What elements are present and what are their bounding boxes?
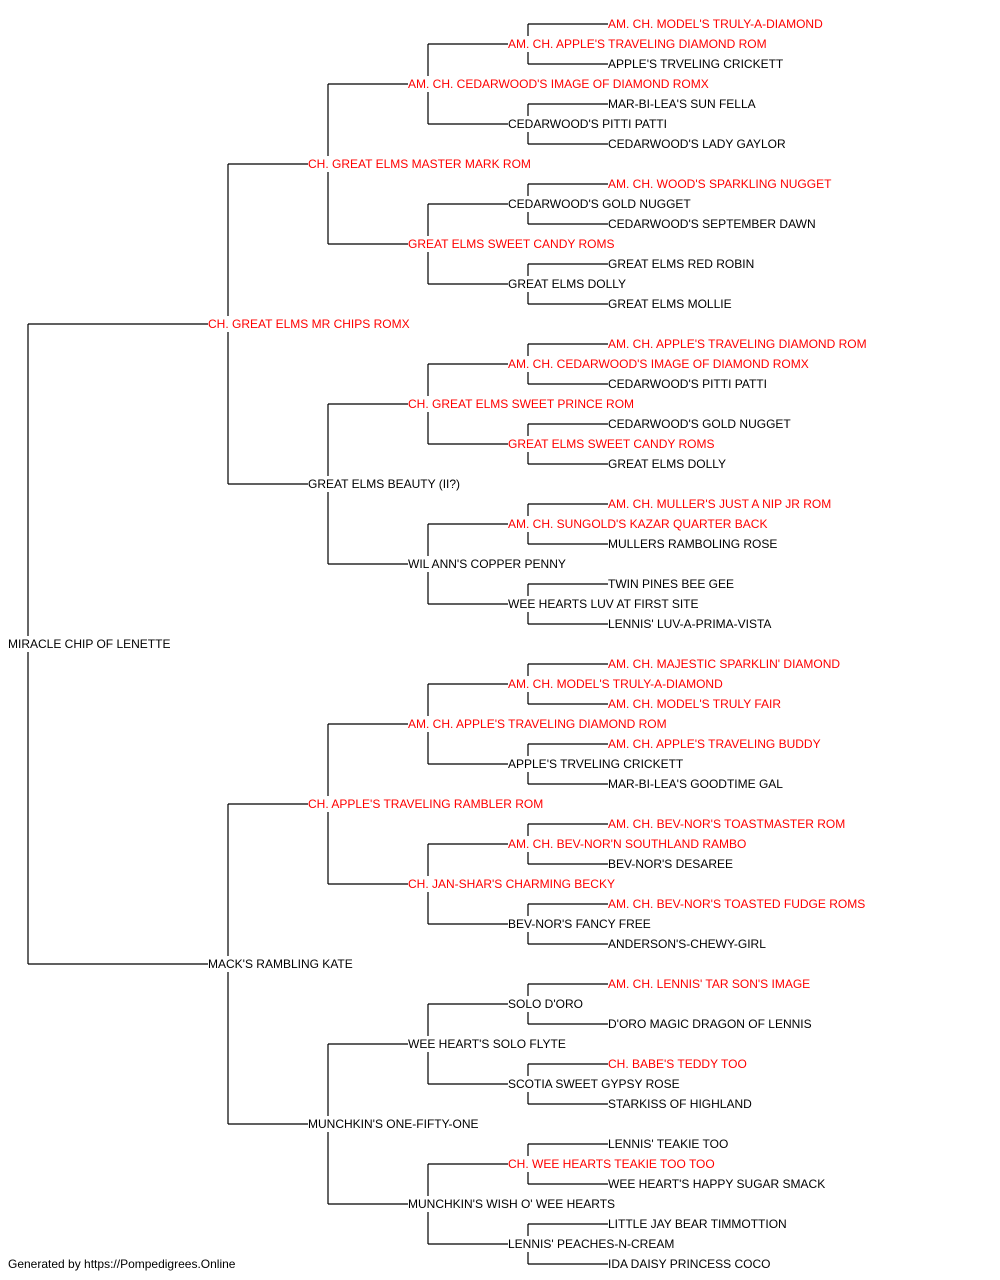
ancestor-name: CH. GREAT ELMS MASTER MARK ROM <box>308 157 531 171</box>
ancestor-name: AM. CH. BEV-NOR'S TOASTMASTER ROM <box>608 817 846 831</box>
ancestor-name: AM. CH. APPLE'S TRAVELING DIAMOND ROM <box>508 37 767 51</box>
ancestor-name: GREAT ELMS RED ROBIN <box>608 257 755 271</box>
ancestor-name: CEDARWOOD'S PITTI PATTI <box>508 117 667 131</box>
ancestor-name: MUNCHKIN'S WISH O' WEE HEARTS <box>408 1197 616 1211</box>
ancestor-name: MAR-BI-LEA'S GOODTIME GAL <box>608 777 783 791</box>
ancestor-name: AM. CH. BEV-NOR'S TOASTED FUDGE ROMS <box>608 897 866 911</box>
ancestor-name: APPLE'S TRVELING CRICKETT <box>508 757 684 771</box>
ancestor-name: WEE HEART'S HAPPY SUGAR SMACK <box>608 1177 826 1191</box>
ancestor-name: AM. CH. APPLE'S TRAVELING DIAMOND ROM <box>608 337 867 351</box>
ancestor-name: MUNCHKIN'S ONE-FIFTY-ONE <box>308 1117 479 1131</box>
ancestor-name: AM. CH. CEDARWOOD'S IMAGE OF DIAMOND ROM… <box>508 357 809 371</box>
ancestor-name: AM. CH. MODEL'S TRULY-A-DIAMOND <box>508 677 723 691</box>
footer-credit: Generated by https://Pompedigrees.Online <box>8 1257 236 1271</box>
ancestor-name: AM. CH. LENNIS' TAR SON'S IMAGE <box>608 977 811 991</box>
ancestor-name: WEE HEART'S SOLO FLYTE <box>408 1037 566 1051</box>
ancestor-name: LENNIS' PEACHES-N-CREAM <box>508 1237 675 1251</box>
ancestor-name: MACK'S RAMBLING KATE <box>208 957 353 971</box>
ancestor-name: GREAT ELMS DOLLY <box>508 277 627 291</box>
ancestor-name: CEDARWOOD'S SEPTEMBER DAWN <box>608 217 816 231</box>
ancestor-name: ANDERSON'S-CHEWY-GIRL <box>608 937 766 951</box>
ancestor-name: GREAT ELMS SWEET CANDY ROMS <box>508 437 715 451</box>
ancestor-name: LENNIS' LUV-A-PRIMA-VISTA <box>608 617 772 631</box>
ancestor-name: AM. CH. BEV-NOR'N SOUTHLAND RAMBO <box>508 837 747 851</box>
ancestor-name: CH. JAN-SHAR'S CHARMING BECKY <box>408 877 615 891</box>
subject-dog-name: MIRACLE CHIP OF LENETTE <box>8 637 171 651</box>
ancestor-name: AM. CH. SUNGOLD'S KAZAR QUARTER BACK <box>508 517 768 531</box>
ancestor-name: CH. GREAT ELMS MR CHIPS ROMX <box>208 317 410 331</box>
ancestor-name: BEV-NOR'S DESAREE <box>608 857 733 871</box>
ancestor-name: GREAT ELMS BEAUTY (II?) <box>308 477 461 491</box>
ancestor-name: CH. APPLE'S TRAVELING RAMBLER ROM <box>308 797 544 811</box>
ancestor-name: MULLERS RAMBOLING ROSE <box>608 537 778 551</box>
ancestor-name: MAR-BI-LEA'S SUN FELLA <box>608 97 756 111</box>
ancestor-name: CEDARWOOD'S PITTI PATTI <box>608 377 767 391</box>
ancestor-name: IDA DAISY PRINCESS COCO <box>608 1257 771 1271</box>
ancestor-name: TWIN PINES BEE GEE <box>608 577 735 591</box>
ancestor-name: WIL ANN'S COPPER PENNY <box>408 557 566 571</box>
ancestor-name: AM. CH. CEDARWOOD'S IMAGE OF DIAMOND ROM… <box>408 77 709 91</box>
ancestor-name: GREAT ELMS MOLLIE <box>608 297 732 311</box>
ancestor-name: AM. CH. MAJESTIC SPARKLIN' DIAMOND <box>608 657 841 671</box>
ancestor-name: AM. CH. APPLE'S TRAVELING BUDDY <box>608 737 821 751</box>
ancestor-name: D'ORO MAGIC DRAGON OF LENNIS <box>608 1017 812 1031</box>
ancestor-name: AM. CH. MODEL'S TRULY FAIR <box>608 697 781 711</box>
ancestor-name: AM. CH. APPLE'S TRAVELING DIAMOND ROM <box>408 717 667 731</box>
ancestor-name: STARKISS OF HIGHLAND <box>608 1097 752 1111</box>
ancestor-name: APPLE'S TRVELING CRICKETT <box>608 57 784 71</box>
ancestor-name: LITTLE JAY BEAR TIMMOTTION <box>608 1217 787 1231</box>
ancestor-name: AM. CH. MODEL'S TRULY-A-DIAMOND <box>608 17 823 31</box>
ancestor-name: CH. GREAT ELMS SWEET PRINCE ROM <box>408 397 635 411</box>
ancestor-name: AM. CH. WOOD'S SPARKLING NUGGET <box>608 177 832 191</box>
ancestor-name: SOLO D'ORO <box>508 997 583 1011</box>
ancestor-name: LENNIS' TEAKIE TOO <box>608 1137 729 1151</box>
ancestor-name: CH. WEE HEARTS TEAKIE TOO TOO <box>508 1157 715 1171</box>
ancestor-name: AM. CH. MULLER'S JUST A NIP JR ROM <box>608 497 832 511</box>
ancestor-name: CEDARWOOD'S GOLD NUGGET <box>508 197 691 211</box>
ancestor-name: GREAT ELMS DOLLY <box>608 457 727 471</box>
ancestor-name: CEDARWOOD'S GOLD NUGGET <box>608 417 791 431</box>
ancestor-name: WEE HEARTS LUV AT FIRST SITE <box>508 597 699 611</box>
ancestor-name: BEV-NOR'S FANCY FREE <box>508 917 651 931</box>
ancestor-name: GREAT ELMS SWEET CANDY ROMS <box>408 237 615 251</box>
ancestor-name: SCOTIA SWEET GYPSY ROSE <box>508 1077 680 1091</box>
ancestor-name: CEDARWOOD'S LADY GAYLOR <box>608 137 786 151</box>
ancestor-name: CH. BABE'S TEDDY TOO <box>608 1057 747 1071</box>
